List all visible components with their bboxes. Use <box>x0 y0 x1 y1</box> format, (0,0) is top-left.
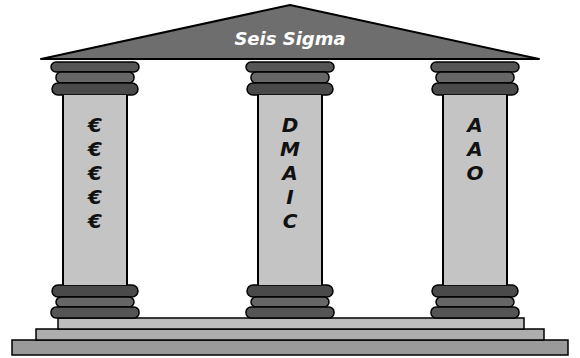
pillar-column: A A O <box>442 95 508 285</box>
middle-step <box>36 329 544 340</box>
pillar-label: € € € € € <box>83 113 107 233</box>
capitals-and-bases <box>51 62 519 318</box>
roof-outline <box>41 5 539 59</box>
roof-title: Seis Sigma <box>40 28 540 49</box>
pillar-label: A A O <box>463 113 487 185</box>
pillar-column: € € € € € <box>62 95 128 285</box>
middle-column-rings <box>246 62 334 318</box>
top-step <box>58 318 524 329</box>
right-column-rings <box>431 62 519 318</box>
left-column-rings <box>51 62 139 318</box>
pillar-column: D M A I C <box>257 95 323 285</box>
roof-pediment: Seis Sigma <box>40 4 540 60</box>
bottom-step <box>12 340 568 355</box>
steps <box>12 318 568 355</box>
pillar-label: D M A I C <box>278 113 302 233</box>
